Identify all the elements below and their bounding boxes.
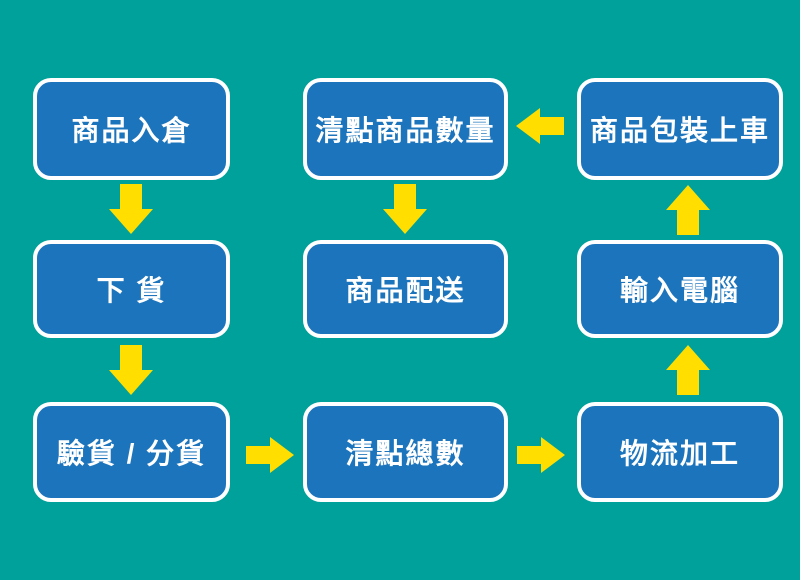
flow-node-label: 物流加工 <box>619 438 740 469</box>
flow-node-label: 清點商品數量 <box>315 115 496 146</box>
flow-node-pack-and-load: 商品包裝上車 <box>577 78 783 180</box>
flow-node-goods-inbound: 商品入倉 <box>33 78 230 180</box>
flow-node-count-product-quantity: 清點商品數量 <box>303 78 508 180</box>
flow-node-unload: 下 貨 <box>33 240 230 338</box>
arrow-right-icon <box>517 437 565 473</box>
flow-node-enter-computer: 輸入電腦 <box>577 240 783 338</box>
arrow-down-icon <box>109 345 153 395</box>
flow-node-label: 驗貨 / 分貨 <box>56 438 207 469</box>
flow-node-label: 商品包裝上車 <box>589 115 770 146</box>
arrow-down-icon <box>383 184 427 234</box>
flow-node-label: 下 貨 <box>96 275 167 306</box>
flow-node-count-total: 清點總數 <box>303 402 508 502</box>
arrow-up-icon <box>666 185 710 235</box>
flow-node-label: 清點總數 <box>345 438 466 469</box>
flow-node-inspect-sort: 驗貨 / 分貨 <box>33 402 230 502</box>
arrow-up-icon <box>666 345 710 395</box>
arrow-left-icon <box>516 108 564 144</box>
flow-node-label: 商品入倉 <box>71 115 192 146</box>
flow-node-logistics-processing: 物流加工 <box>577 402 783 502</box>
flow-node-label: 商品配送 <box>345 275 466 306</box>
arrow-down-icon <box>109 184 153 234</box>
flow-node-label: 輸入電腦 <box>619 275 740 306</box>
flow-node-delivery: 商品配送 <box>303 240 508 338</box>
arrow-right-icon <box>246 437 294 473</box>
